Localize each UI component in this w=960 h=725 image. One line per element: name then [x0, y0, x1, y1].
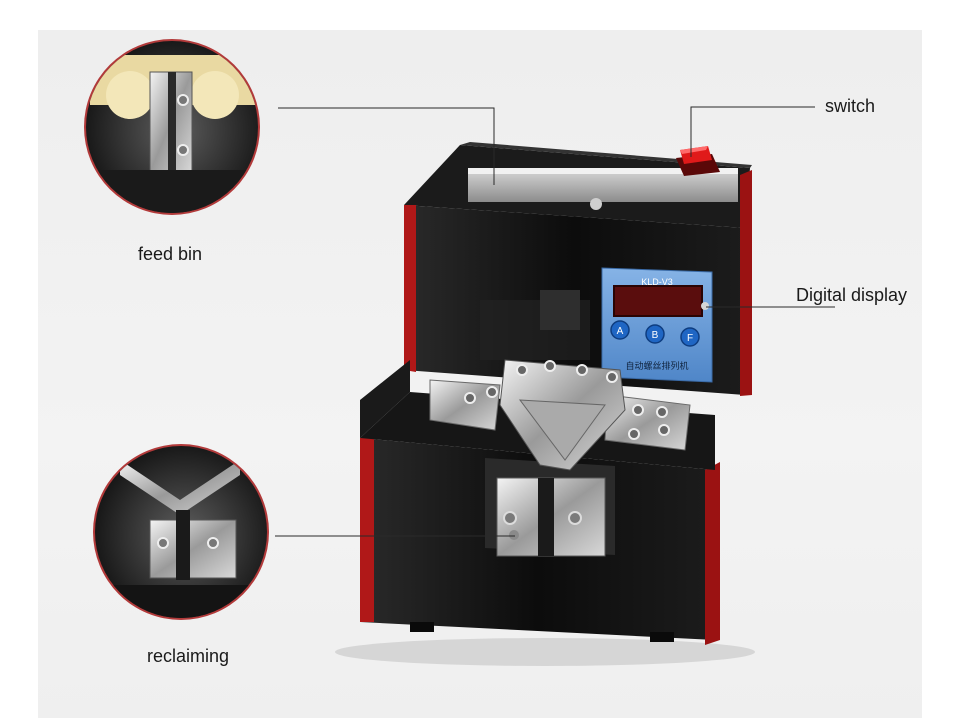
display-button-a[interactable]: A [610, 320, 630, 340]
digital-display-panel: KLD-V3 A B F 自动螺丝排列机 [601, 267, 713, 383]
svg-text:B: B [652, 330, 659, 341]
display-button-b[interactable]: B [645, 324, 665, 344]
callout-line-feed-bin [278, 107, 495, 185]
led-readout [613, 285, 703, 317]
callout-label-reclaiming: reclaiming [147, 646, 230, 666]
callout-line-switch [690, 106, 815, 157]
display-model-label: KLD-V3 [641, 277, 673, 287]
power-switch[interactable] [676, 146, 720, 176]
display-caption: 自动螺丝排列机 [625, 360, 688, 372]
callout-label-feed-bin: feed bin [138, 244, 203, 264]
machine-shadow [335, 638, 755, 666]
callout-label-digital-display: Digital display [796, 285, 908, 305]
callout-lines [275, 106, 835, 537]
zoom-circle-reclaiming [93, 444, 269, 620]
v-chute-assembly [429, 359, 691, 471]
zoom-circle-feed-bin [84, 39, 260, 215]
svg-text:F: F [687, 333, 693, 344]
svg-text:A: A [617, 326, 624, 337]
callout-label-switch: switch [825, 96, 876, 116]
display-button-f[interactable]: F [680, 327, 700, 347]
